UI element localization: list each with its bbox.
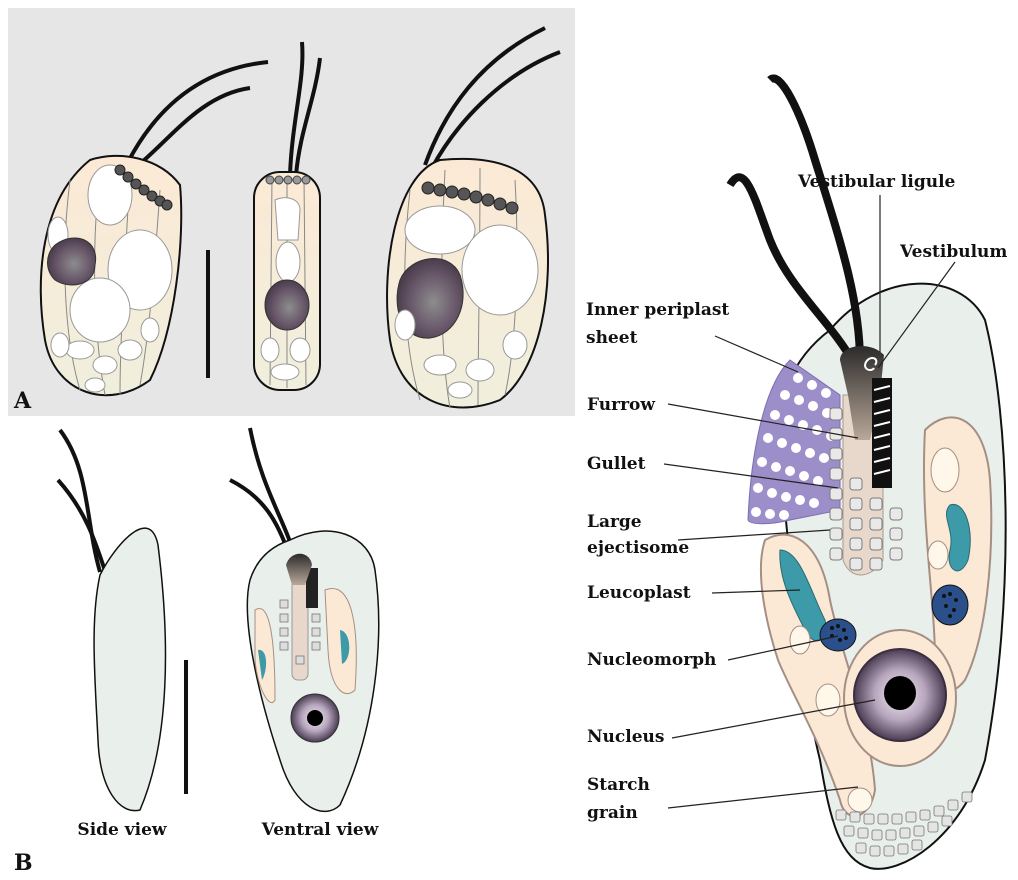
flagellum [730,177,855,365]
flagellum [60,430,100,572]
side-view-caption: Side view [77,820,167,840]
large-ventral-view: Vestibular ligule Vestibulum Inner perip… [586,78,1007,868]
ventral-view-caption: Ventral view [261,820,379,840]
label-nucleus: Nucleus [587,727,664,747]
label-inner-periplast-sheet: Inner periplast sheet [586,300,735,348]
ventral-view-cell [230,428,379,811]
label-nucleomorph: Nucleomorph [587,650,716,670]
cell-outline [94,528,165,810]
nucleomorph [932,585,968,625]
nucleomorph [820,619,856,651]
starch-grain [848,788,872,812]
vestibulum-striations [872,378,892,488]
label-furrow: Furrow [587,395,655,415]
panel-a: A [8,8,575,416]
label-large-ejectisome: Large ejectisome [587,512,689,558]
panel-b: Side view Ventral view B [14,428,379,876]
label-vestibular-ligule: Vestibular ligule [797,172,956,192]
label-gullet: Gullet [587,454,646,474]
label-leucoplast: Leucoplast [587,583,691,603]
label-vestibulum: Vestibulum [899,242,1007,262]
side-view-cell [58,430,165,811]
panel-a-letter: A [13,388,32,414]
nucleus [265,280,309,330]
ejectisome-row [266,176,310,184]
nucleus [48,238,96,285]
nucleus [844,630,956,766]
panel-b-letter: B [14,850,33,876]
label-starch-grain: Starch grain [587,775,656,823]
